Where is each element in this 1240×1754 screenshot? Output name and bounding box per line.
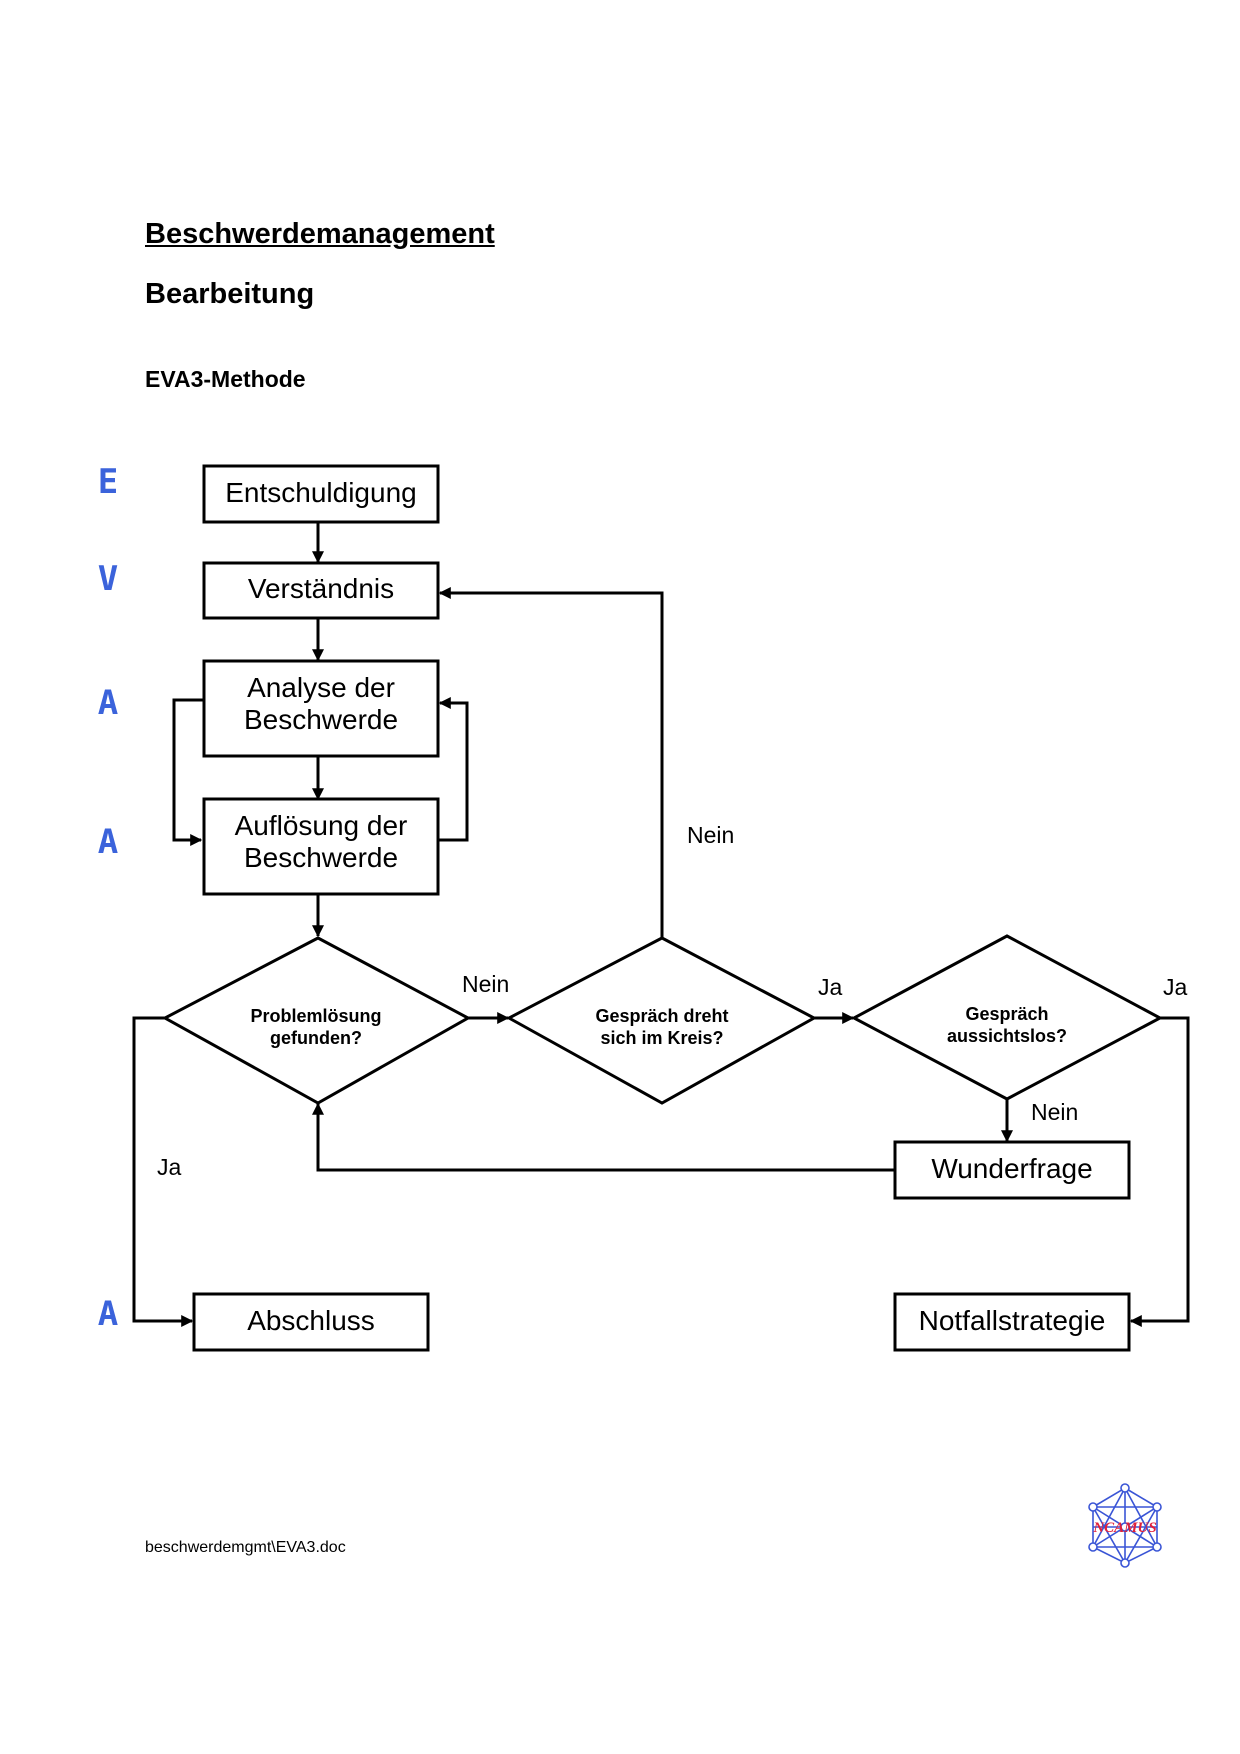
box-verstaendnis-label: Verständnis [248, 573, 394, 604]
box-abschluss: Abschluss [192, 1292, 430, 1352]
box-analyse-label-2: Beschwerde [244, 704, 398, 735]
decision-problemloesung-label-1: Problemlösung [250, 1006, 381, 1026]
edge-wunderfrage-problem [312, 1102, 894, 1172]
decision-aussichtslos-label-2: aussichtslos? [947, 1026, 1067, 1046]
edge-aufloesung-to-analyse-right [437, 697, 469, 842]
box-wunderfrage: Wunderfrage [893, 1140, 1131, 1200]
document-subtitle: Bearbeitung [145, 278, 315, 310]
decision-kreis: Gespräch dreht sich im Kreis? [505, 936, 818, 1105]
label-ja-kreis: Ja [818, 974, 843, 1000]
connectors [132, 523, 1190, 1327]
company-logo: NCAMUS [1088, 1483, 1162, 1568]
letter-e: E [98, 462, 118, 502]
label-nein-aussichtslos: Nein [1031, 1099, 1078, 1125]
edge-analyse-to-aufloesung-left [172, 698, 203, 846]
decision-problemloesung-label-2: gefunden? [270, 1028, 362, 1048]
letter-a-abschluss: A [98, 1294, 118, 1334]
decision-problemloesung: Problemlösung gefunden? [161, 936, 472, 1105]
decision-aussichtslos: Gespräch aussichtslos? [850, 934, 1164, 1101]
letter-a-aufloesung: A [98, 822, 118, 862]
footer-filename: beschwerdemgmt\EVA3.doc [145, 1539, 346, 1556]
edge-aussichtslos-notfall [1129, 1016, 1190, 1327]
decision-kreis-label-2: sich im Kreis? [600, 1028, 723, 1048]
label-nein-problem: Nein [462, 971, 509, 997]
box-abschluss-label: Abschluss [247, 1305, 375, 1336]
box-analyse: Analyse der Beschwerde [202, 659, 440, 758]
box-wunderfrage-label: Wunderfrage [931, 1153, 1092, 1184]
box-analyse-label-1: Analyse der [247, 672, 395, 703]
box-entschuldigung-label: Entschuldigung [225, 477, 416, 508]
label-ja-problem: Ja [157, 1154, 182, 1180]
edge-problem-abschluss [132, 1016, 194, 1327]
letter-v: V [98, 559, 118, 599]
box-aufloesung-label-1: Auflösung der [235, 810, 408, 841]
box-entschuldigung: Entschuldigung [202, 464, 440, 524]
method-heading: EVA3-Methode [145, 366, 306, 392]
decision-kreis-label-1: Gespräch dreht [595, 1006, 728, 1026]
box-aufloesung: Auflösung der Beschwerde [202, 797, 440, 896]
box-notfallstrategie-label: Notfallstrategie [919, 1305, 1106, 1336]
box-verstaendnis: Verständnis [202, 561, 440, 620]
label-ja-aussichtslos: Ja [1163, 974, 1188, 1000]
decision-aussichtslos-label-1: Gespräch [965, 1004, 1048, 1024]
label-nein-kreis-back: Nein [687, 822, 734, 848]
document-title: Beschwerdemanagement [145, 218, 495, 250]
box-aufloesung-label-2: Beschwerde [244, 842, 398, 873]
box-notfallstrategie: Notfallstrategie [893, 1292, 1131, 1352]
letter-a-analyse: A [98, 683, 118, 723]
company-logo-text: NCAMUS [1092, 1520, 1156, 1536]
edge-kreis-verstaendnis [438, 587, 664, 937]
